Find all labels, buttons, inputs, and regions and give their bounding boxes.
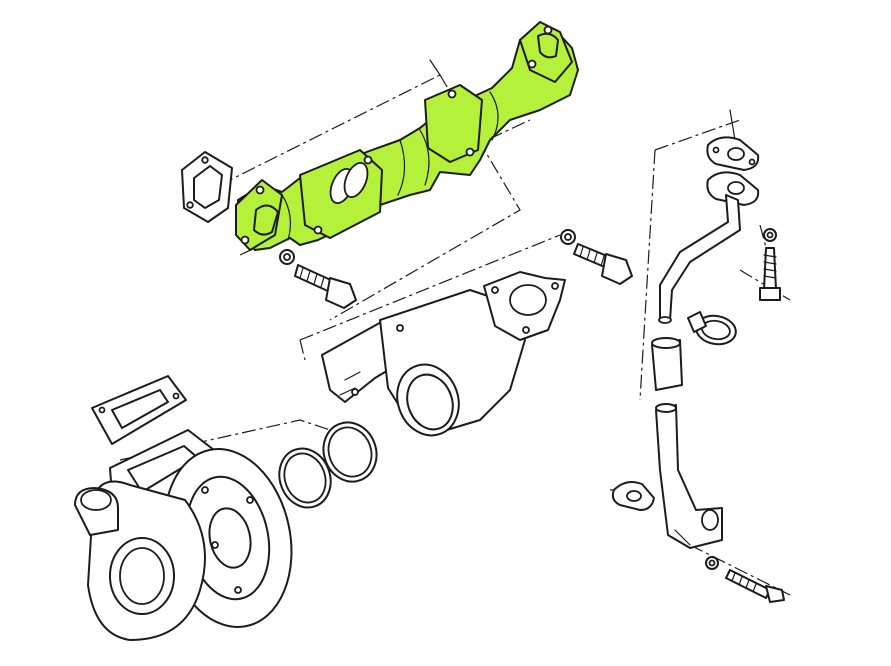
- hose-clamp: [687, 311, 737, 346]
- oil-pipe-flange-gaskets: [611, 136, 760, 511]
- oil-pipe-bolts: [705, 228, 785, 603]
- turbo-gasket: [91, 375, 187, 445]
- manifold-gasket: [181, 151, 233, 223]
- oil-feed-pipe: [658, 194, 741, 324]
- manifold-bolt-left: [279, 249, 357, 309]
- turbocharger: [74, 429, 293, 641]
- turbo-elbow-adapter: [321, 271, 566, 437]
- exhaust-manifold: [235, 21, 579, 251]
- oil-return-pipe: [655, 403, 723, 549]
- manifold-bolt-right: [560, 229, 633, 285]
- seal-ring-small: [278, 447, 332, 509]
- rubber-hose-sleeve: [651, 337, 683, 391]
- seal-ring-large: [322, 421, 378, 483]
